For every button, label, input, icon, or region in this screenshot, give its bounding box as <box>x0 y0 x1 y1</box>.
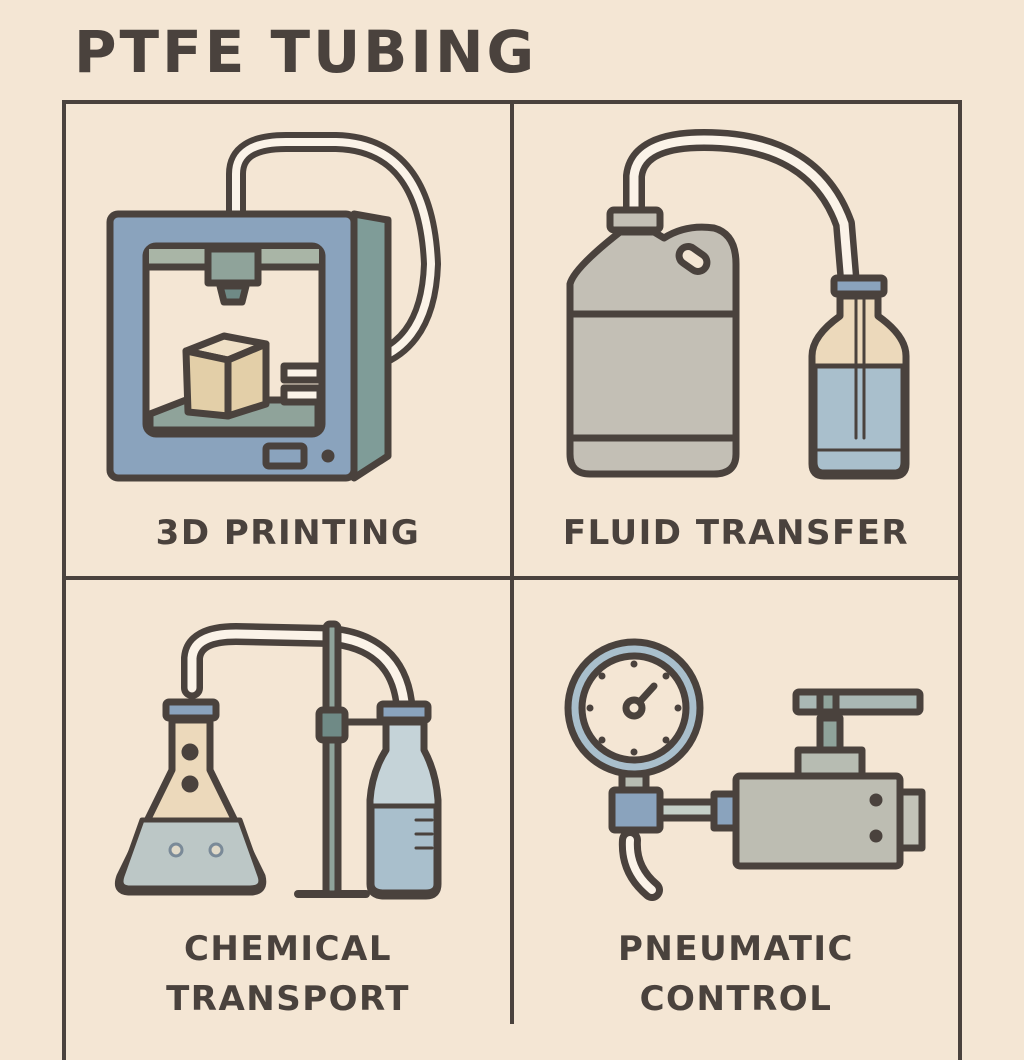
panel-pneumatic-control: PNEUMATIC CONTROL <box>514 580 958 1024</box>
panel-3d-printing: 3D PRINTING <box>66 104 510 576</box>
panel-chemical-transport: CHEMICAL TRANSPORT <box>66 580 510 1024</box>
panel-label: FLUID TRANSFER <box>562 513 910 553</box>
grid-divider-vertical <box>510 100 514 1024</box>
panel-label-line1: PNEUMATIC <box>617 929 854 969</box>
flask-and-bottle-on-stand-icon <box>114 620 442 900</box>
panel-label-line1: CHEMICAL <box>183 929 393 969</box>
3d-printer-icon <box>106 132 441 482</box>
grid-divider-horizontal <box>62 576 962 580</box>
jug-and-bottle-icon <box>566 129 910 480</box>
page-title: PTFE TUBING <box>74 18 538 86</box>
panel-label: 3D PRINTING <box>155 513 421 553</box>
panel-fluid-transfer: FLUID TRANSFER <box>514 104 958 576</box>
panel-label-line2: TRANSPORT <box>166 979 410 1019</box>
panel-label-line2: CONTROL <box>639 979 833 1019</box>
pressure-gauge-and-valve-icon <box>564 638 926 901</box>
